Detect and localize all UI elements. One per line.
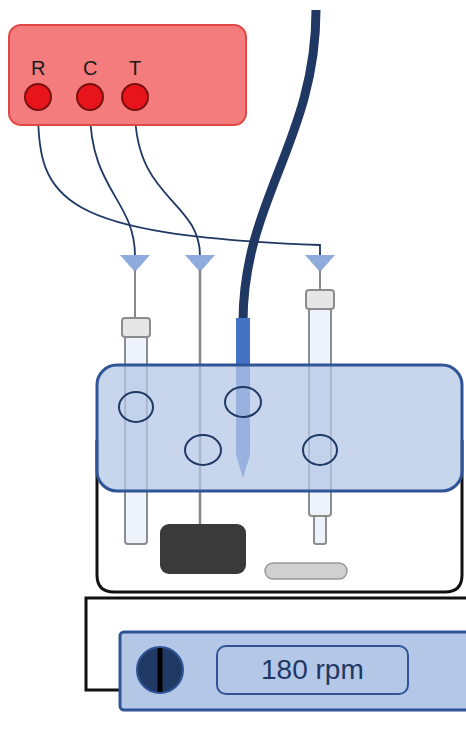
stirrer-knob [137, 647, 183, 693]
electrode-cap [122, 318, 150, 337]
terminal [122, 84, 148, 110]
speed-readout: 180 rpm [261, 655, 364, 686]
lid-port [119, 392, 153, 422]
terminal-label: C [83, 57, 97, 79]
wire [90, 110, 135, 256]
terminal [77, 84, 103, 110]
connector-clip [120, 255, 150, 272]
potentiostat [9, 25, 246, 125]
terminal [25, 84, 51, 110]
electrode-lead [319, 270, 321, 292]
cell-lid [97, 365, 462, 491]
counter-electrode [160, 524, 246, 574]
stir-bar [265, 563, 347, 579]
connector-clip [185, 255, 215, 272]
lid-port [303, 435, 337, 465]
terminal-label: T [129, 57, 141, 79]
terminal-label: R [31, 57, 45, 79]
potentiostat-box: RCT [9, 25, 246, 95]
reference-tip [314, 516, 326, 544]
knob-mark [158, 648, 163, 692]
connector-clip [305, 255, 335, 272]
rpm-display: 180 rpm [216, 645, 409, 695]
electrode-lead [134, 270, 136, 320]
stirrer-panel [120, 632, 466, 710]
lid-port [185, 435, 221, 465]
electrode-cap [306, 290, 334, 309]
wire [135, 110, 200, 256]
lid-port [225, 387, 261, 417]
probe-cable [243, 10, 316, 322]
